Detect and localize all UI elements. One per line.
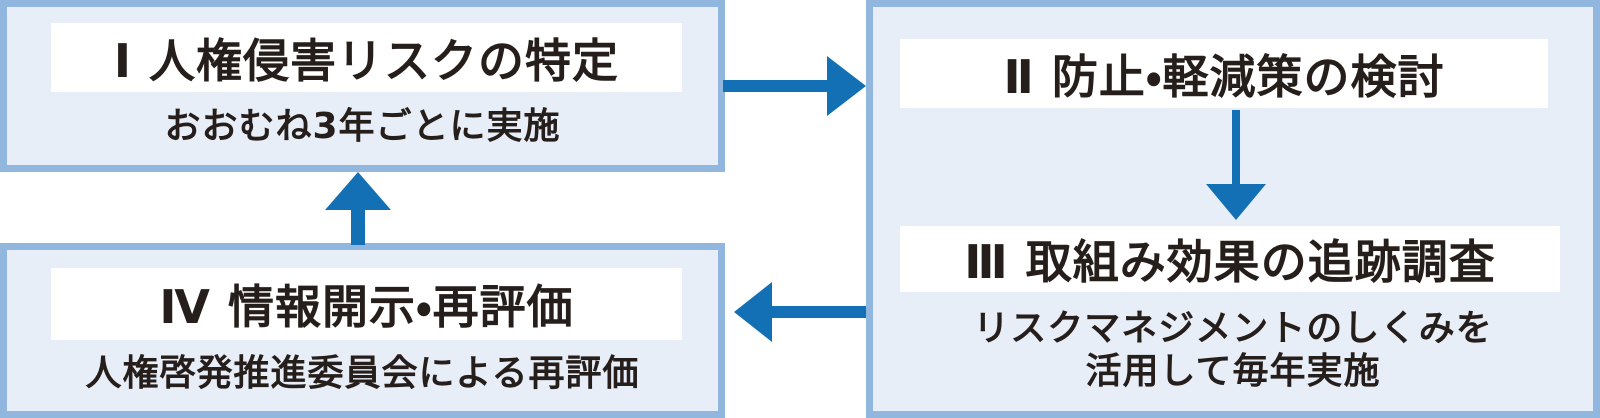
step2-title-box: Ⅱ 防止・軽減策の検討 [900,39,1548,108]
step3-subtitle-line2: 活用して毎年実施 [1085,351,1381,392]
step1-title-box: Ⅰ 人権侵害リスクの特定 [51,23,682,92]
right-arrow-icon [723,48,867,124]
step3-title: Ⅲ 取組み効果の追跡調査 [964,235,1496,289]
left-arrow-icon [732,274,868,350]
step4-subtitle: 人権啓発推進委員会による再評価 [85,353,640,394]
down-arrow-icon [1203,110,1269,222]
step4-title: Ⅳ 情報開示・再評価 [159,280,574,334]
step3-subtitle: リスクマネジメントのしくみを 活用して毎年実施 [866,307,1600,393]
step1-subtitle: おおむね3年ごとに実施 [164,106,561,147]
step1-title: Ⅰ 人権侵害リスクの特定 [113,33,620,88]
up-arrow-icon [325,172,391,245]
step4-title-box: Ⅳ 情報開示・再評価 [51,268,682,340]
step3-subtitle-line1: リスクマネジメントのしくみを [973,308,1493,349]
step2-title: Ⅱ 防止・軽減策の検討 [1003,49,1445,104]
step3-title-box: Ⅲ 取組み効果の追跡調査 [900,226,1560,292]
